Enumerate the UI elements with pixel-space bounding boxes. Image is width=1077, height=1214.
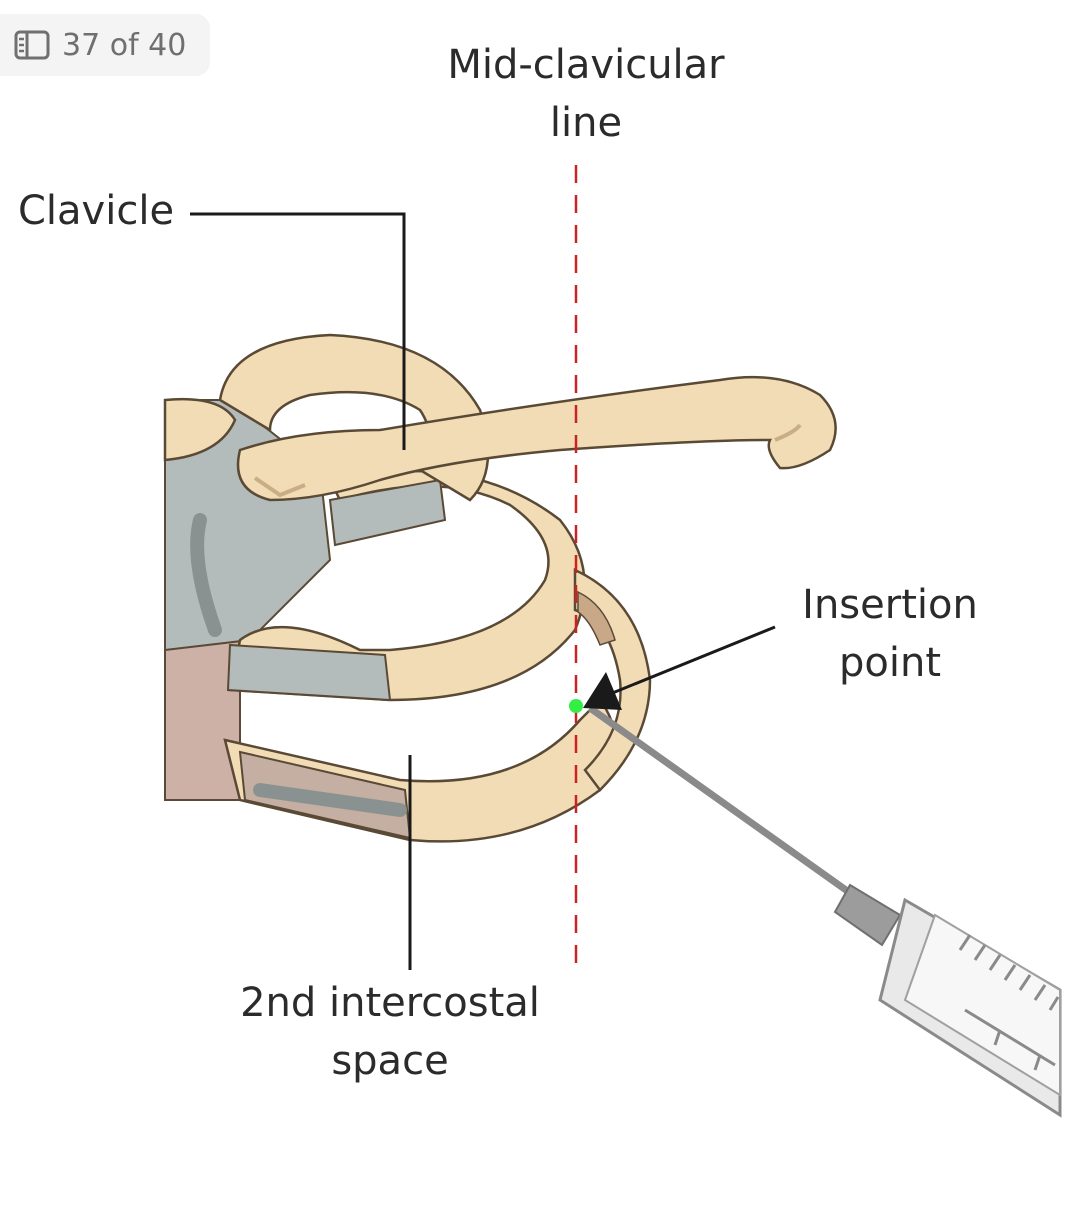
gallery-icon: [14, 30, 50, 60]
needle: [587, 705, 863, 903]
first-rib: [218, 333, 490, 502]
insertion-arrowhead: [583, 672, 622, 710]
slide-counter[interactable]: 37 of 40: [0, 14, 210, 76]
syringe: [833, 883, 1062, 1118]
insertion-arrow-line: [609, 625, 776, 696]
intercostal-label-line1: 2nd intercostal: [240, 980, 540, 1026]
insertion-label-line1: Insertion: [802, 582, 978, 628]
clavicle-leader-line: [190, 212, 406, 450]
clavicle-label: Clavicle: [18, 188, 175, 234]
intercostal-space-label: 2nd intercostal space: [230, 974, 550, 1090]
second-rib: [228, 469, 586, 702]
insertion-label-line2: point: [838, 640, 941, 686]
insertion-point-label: Insertion point: [790, 576, 990, 692]
intercostal-label-line2: space: [331, 1038, 449, 1084]
clavicle-bone: [236, 375, 837, 502]
mid-clavicular-label-line1: Mid-clavicular: [447, 42, 725, 88]
mid-clavicular-label: Mid-clavicular line: [436, 36, 736, 152]
mid-clavicular-label-line2: line: [549, 100, 623, 146]
slide-counter-text: 37 of 40: [62, 27, 187, 63]
insertion-marker: [569, 699, 583, 713]
